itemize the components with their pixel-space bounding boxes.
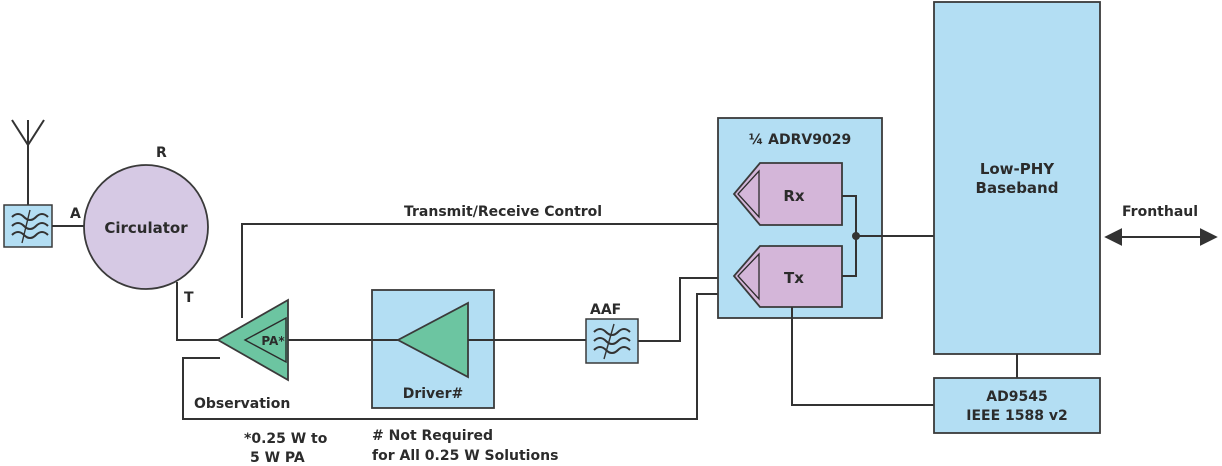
note-pa-line2: 5 W PA: [250, 450, 305, 466]
tx-label: Tx: [784, 269, 804, 287]
rx-block: [732, 162, 843, 226]
circulator: Circulator: [83, 164, 209, 290]
wire-trx-control: [241, 205, 749, 318]
rx-label: Rx: [783, 187, 805, 205]
driver-label: Driver#: [403, 386, 464, 402]
pa-label: PA*: [261, 334, 285, 348]
wire-observation: [182, 293, 758, 420]
wire-circulator-pa: [176, 282, 222, 341]
antenna-filter-icon: [3, 204, 53, 248]
baseband-line1: Low-PHY: [980, 160, 1055, 178]
tx-block: [732, 245, 843, 308]
port-a-label: A: [70, 206, 81, 222]
driver-block: Driver#: [371, 289, 495, 409]
fronthaul-label: Fronthaul: [1122, 204, 1198, 220]
adrv9029-block: ¼ ADRV9029 Rx Tx: [717, 117, 883, 319]
trx-control-label: Transmit/Receive Control: [404, 204, 602, 220]
observation-label: Observation: [194, 396, 290, 412]
low-phy-baseband-block: Low-PHY Baseband: [933, 1, 1101, 355]
port-t-label: T: [184, 290, 194, 306]
aaf-filter-icon: [585, 318, 639, 364]
ad9545-line2: IEEE 1588 v2: [966, 408, 1067, 424]
aaf-label: AAF: [590, 302, 621, 318]
circulator-label: Circulator: [104, 219, 188, 237]
baseband-line2: Baseband: [976, 179, 1059, 197]
pa-amplifier: PA*: [216, 298, 289, 382]
note-pa-line1: *0.25 W to: [244, 431, 328, 447]
note-driver-line1: # Not Required: [372, 428, 493, 444]
adrv-label: ¼ ADRV9029: [749, 132, 851, 148]
note-driver-line2: for All 0.25 W Solutions: [372, 448, 558, 464]
wire-adrv-ad9545: [791, 307, 934, 406]
ad9545-block: AD9545 IEEE 1588 v2: [933, 377, 1101, 434]
ad9545-line1: AD9545: [986, 389, 1047, 405]
antenna-icon: [11, 119, 45, 205]
port-r-label: R: [156, 145, 167, 161]
